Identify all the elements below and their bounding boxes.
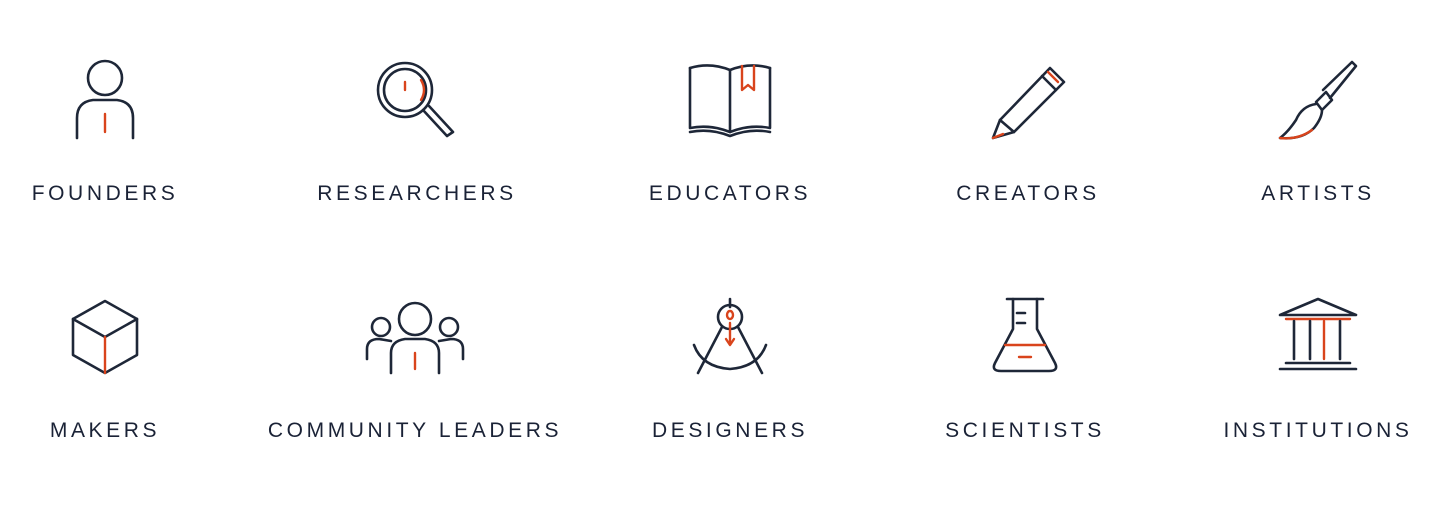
- category-label: CREATORS: [956, 182, 1100, 205]
- category-designers: DESIGNERS: [652, 297, 804, 443]
- category-community-leaders: COMMUNITY LEADERS: [268, 297, 558, 443]
- category-educators: EDUCATORS: [649, 60, 808, 206]
- category-institutions: INSTITUTIONS: [1223, 297, 1409, 443]
- category-label: SCIENTISTS: [945, 419, 1105, 442]
- group-icon: [365, 297, 465, 397]
- category-founders: FOUNDERS: [32, 59, 175, 206]
- book-icon: [680, 60, 780, 160]
- category-scientists: SCIENTISTS: [945, 297, 1101, 443]
- cube-icon: [55, 297, 155, 397]
- flask-icon: [975, 297, 1075, 397]
- category-creators: CREATORS: [956, 60, 1096, 206]
- category-makers: MAKERS: [50, 297, 157, 443]
- category-artists: ARTISTS: [1261, 60, 1371, 206]
- category-label: MAKERS: [49, 419, 161, 442]
- category-label: FOUNDERS: [31, 182, 179, 205]
- category-researchers: RESEARCHERS: [317, 60, 513, 206]
- pencil-icon: [978, 60, 1078, 160]
- paintbrush-icon: [1268, 60, 1368, 160]
- category-label: RESEARCHERS: [317, 182, 517, 205]
- compass-icon: [680, 297, 780, 397]
- category-label: INSTITUTIONS: [1223, 419, 1413, 442]
- person-icon: [55, 59, 155, 160]
- category-label: EDUCATORS: [648, 182, 812, 205]
- category-label: ARTISTS: [1261, 182, 1375, 205]
- category-label: COMMUNITY LEADERS: [267, 419, 563, 442]
- magnifier-icon: [367, 60, 467, 160]
- institution-icon: [1268, 297, 1368, 397]
- category-label: DESIGNERS: [651, 419, 809, 442]
